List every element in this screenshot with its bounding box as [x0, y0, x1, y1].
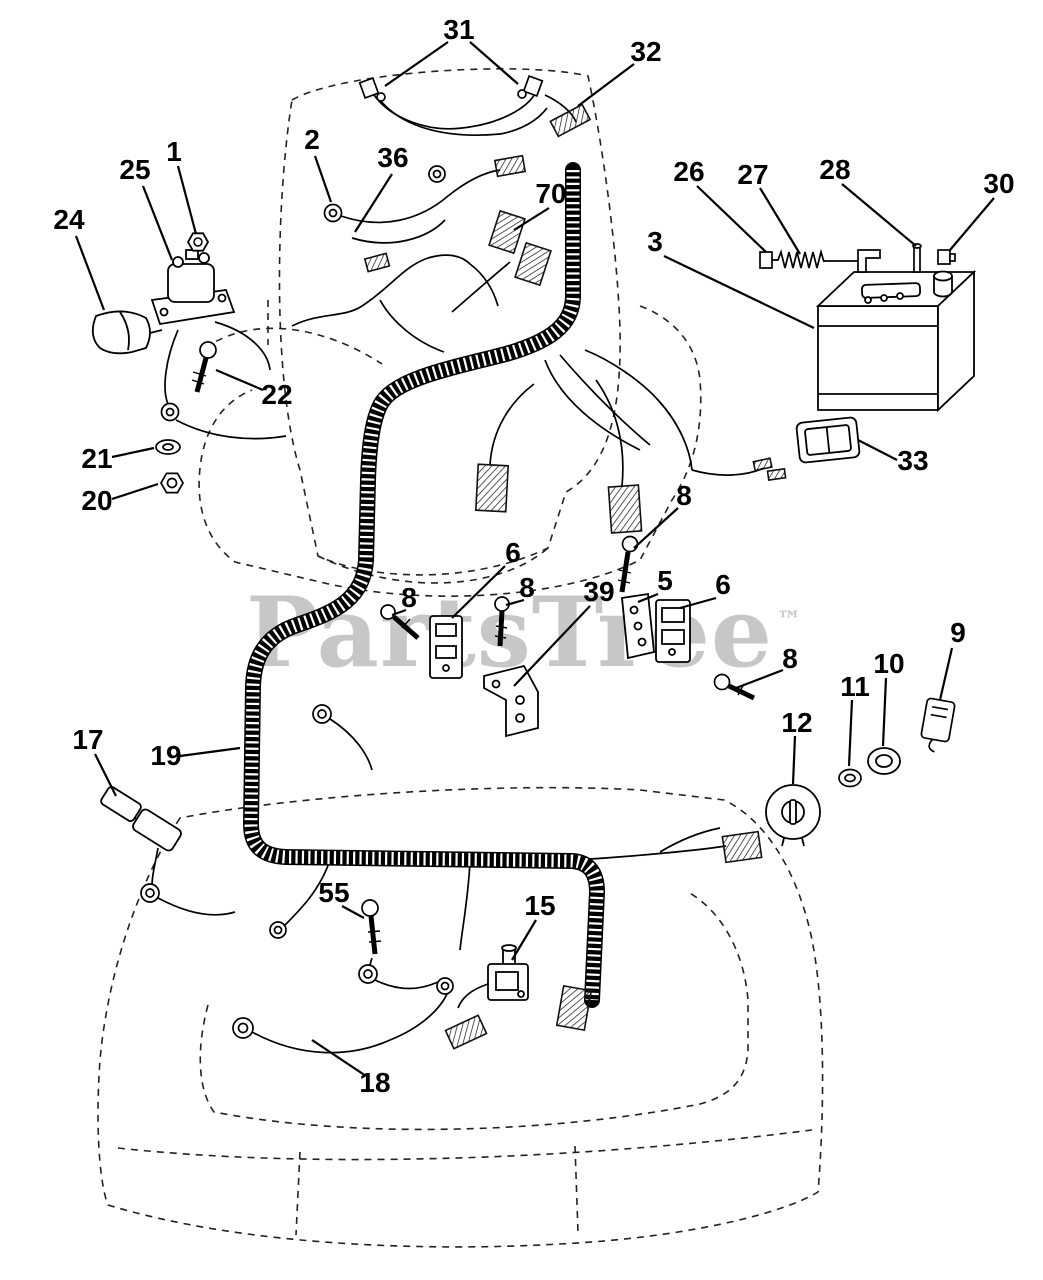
body-outline — [97, 786, 824, 1248]
connector-32 — [549, 103, 592, 138]
rocker-switch — [795, 416, 861, 464]
spring-assembly — [759, 243, 956, 273]
connectors — [363, 103, 787, 1050]
connector-seat-switch — [444, 1014, 488, 1050]
connector-housing-right — [655, 599, 691, 663]
fuse-holder — [100, 786, 182, 852]
connector-70b — [514, 241, 552, 287]
terminal-boot — [91, 310, 151, 355]
bolts — [191, 341, 756, 955]
interlock-module — [920, 697, 956, 753]
battery — [815, 269, 977, 413]
watermark-tm: ™ — [776, 605, 802, 634]
solenoid-nut — [186, 232, 210, 252]
connector-small — [363, 252, 391, 273]
connector-ignition — [721, 830, 763, 864]
connector-mid-right — [607, 484, 643, 534]
ignition-washer — [838, 768, 862, 788]
spade-terminal-b — [766, 467, 787, 481]
ring-terminals — [140, 165, 454, 1039]
wire-harness-coil — [251, 170, 597, 1000]
leader-lines — [74, 41, 995, 1077]
battery-terminal — [933, 270, 953, 298]
washer — [155, 439, 181, 455]
connector-housing-left — [429, 615, 463, 679]
solenoid-nut-hole — [193, 237, 203, 247]
connector-top — [493, 154, 527, 178]
nut — [160, 472, 184, 494]
plunger-switch — [487, 944, 529, 1001]
ignition-switch — [765, 784, 821, 847]
mount-bracket — [483, 664, 539, 738]
solenoid — [150, 249, 236, 326]
hood-outline — [267, 68, 621, 584]
bullet-connectors — [358, 74, 544, 102]
frame-outline — [198, 305, 702, 597]
connector-harness-end — [555, 984, 593, 1032]
connector-mid-left — [474, 463, 510, 513]
bezel-nut — [867, 747, 901, 775]
spade-terminal-a — [752, 457, 773, 472]
connector-70a — [488, 209, 526, 255]
flat-bracket — [621, 592, 655, 660]
wires — [127, 91, 765, 1054]
